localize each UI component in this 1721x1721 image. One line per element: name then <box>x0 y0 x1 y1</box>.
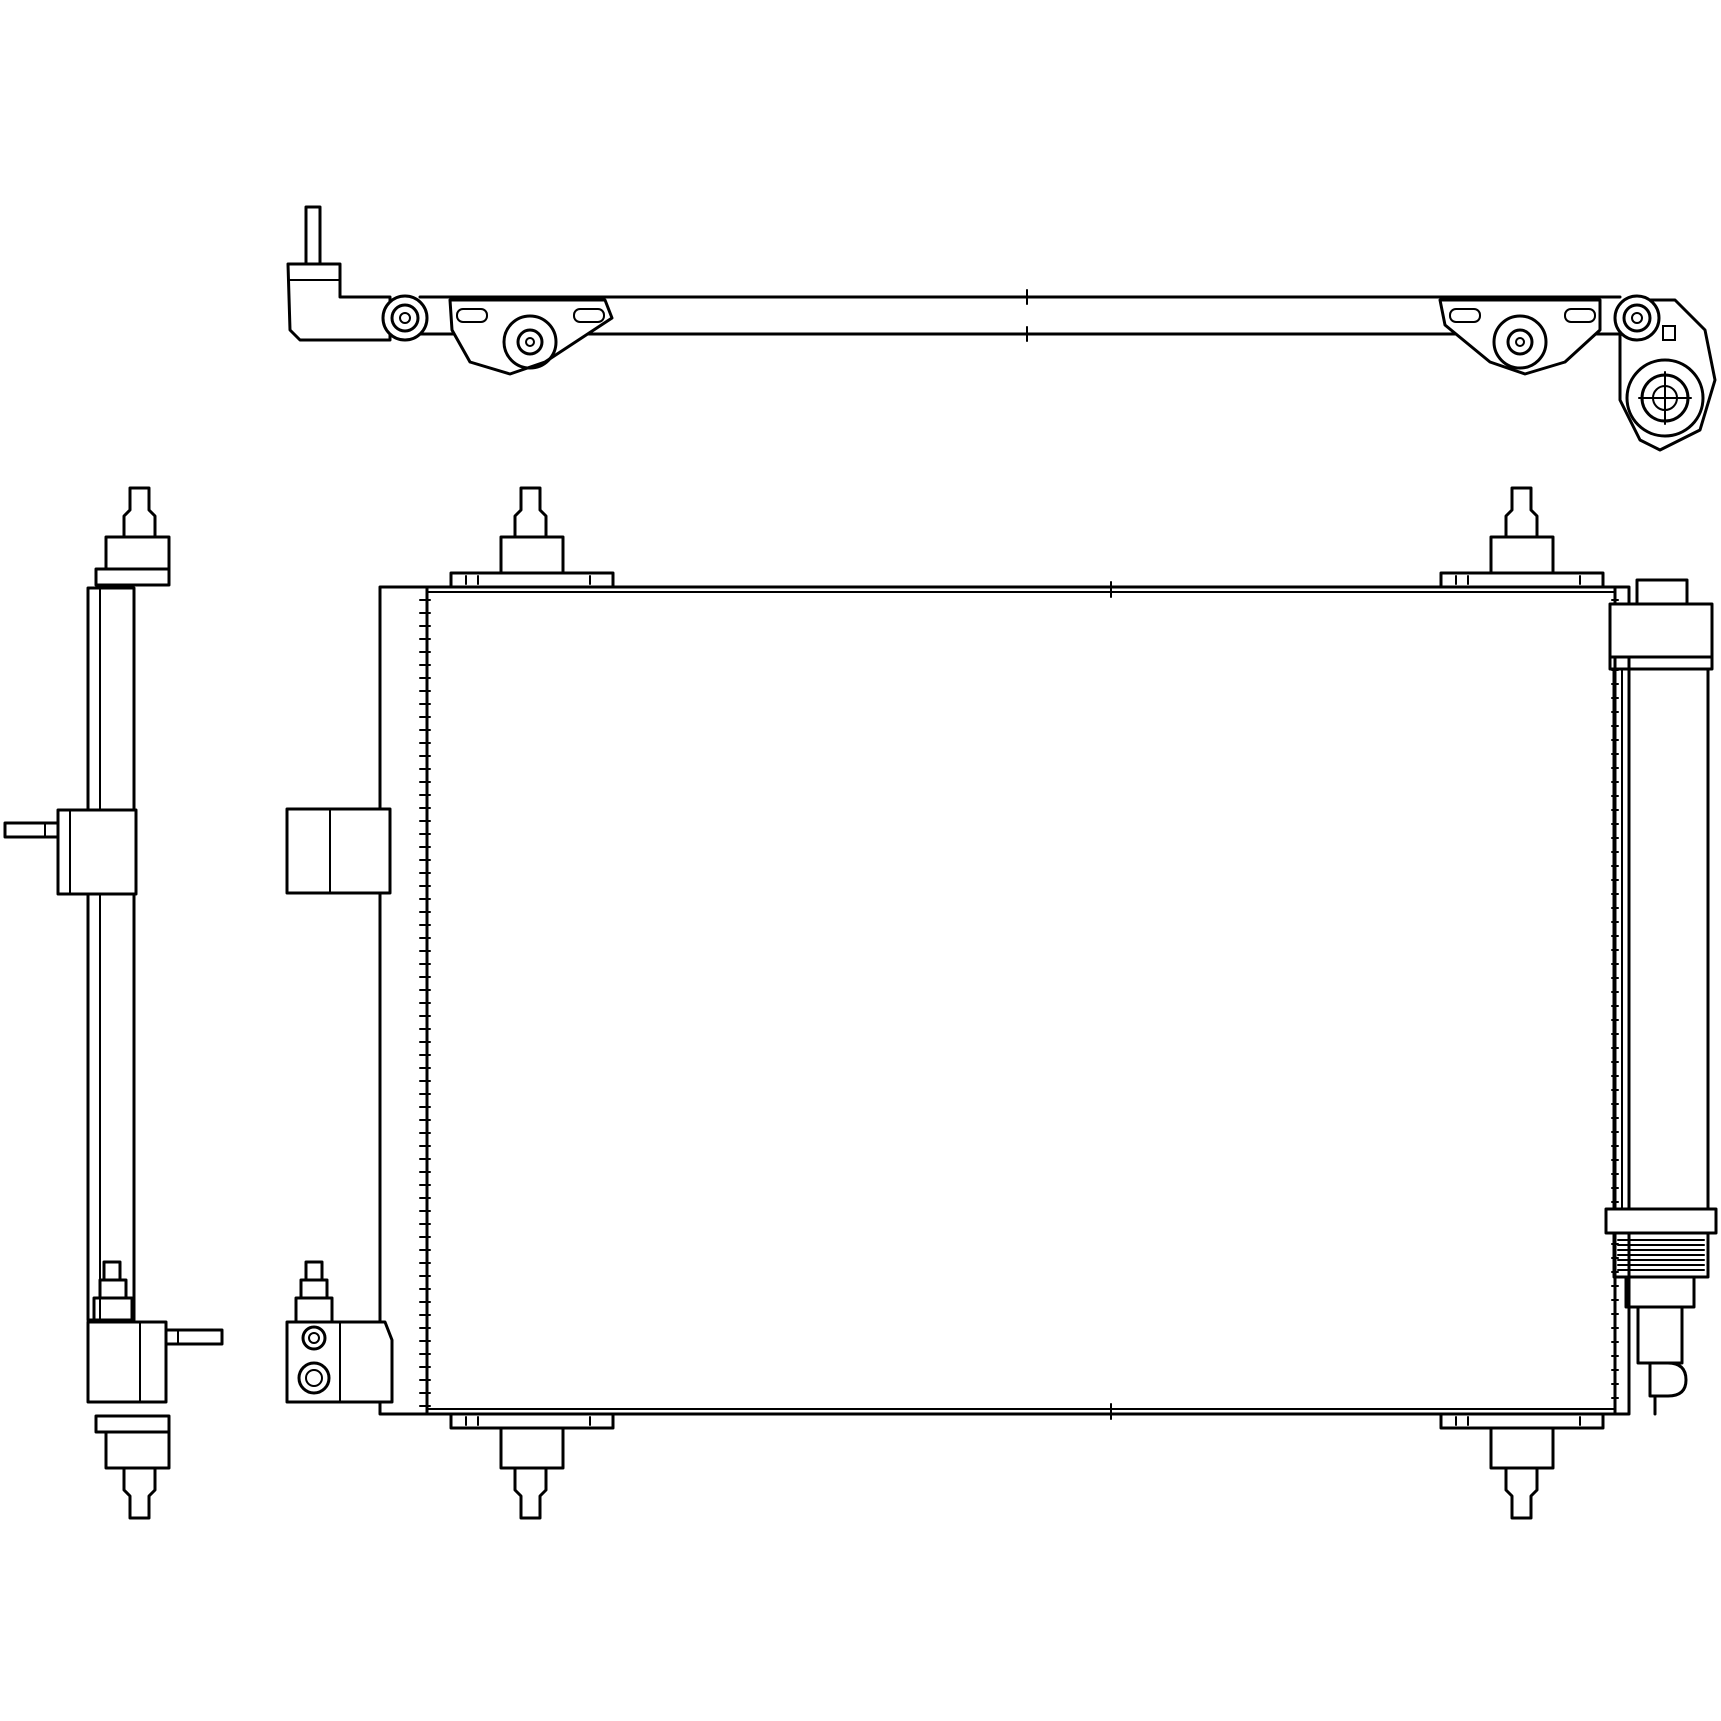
front-view-service-port-block <box>285 1260 394 1404</box>
side-view-top-mount <box>94 486 171 587</box>
front-view <box>285 486 1718 1520</box>
front-view-mount-bottom-right <box>1439 1412 1605 1520</box>
top-view-pipe-fitting <box>286 205 392 342</box>
side-view-mid-block <box>3 808 138 896</box>
top-view-grommet-left <box>381 294 429 342</box>
top-view-bracket-left <box>448 298 614 376</box>
top-view-tube <box>418 289 1622 342</box>
front-view-left-header-tank <box>378 585 431 1416</box>
top-view <box>286 205 1717 452</box>
front-view-mount-top-right <box>1439 486 1605 589</box>
side-view-service-fitting <box>86 1260 224 1404</box>
side-view <box>3 486 224 1520</box>
front-view-mount-top-left <box>449 486 615 589</box>
front-view-receiver-drier <box>1604 578 1718 1416</box>
top-view-grommet-right <box>1613 294 1661 342</box>
side-view-bottom-mount <box>94 1414 171 1520</box>
front-view-core <box>425 581 1617 1420</box>
front-view-side-mount-block <box>285 807 392 895</box>
top-view-bracket-right <box>1438 298 1602 376</box>
front-view-mount-bottom-left <box>449 1412 615 1520</box>
side-view-tube <box>86 586 136 1322</box>
